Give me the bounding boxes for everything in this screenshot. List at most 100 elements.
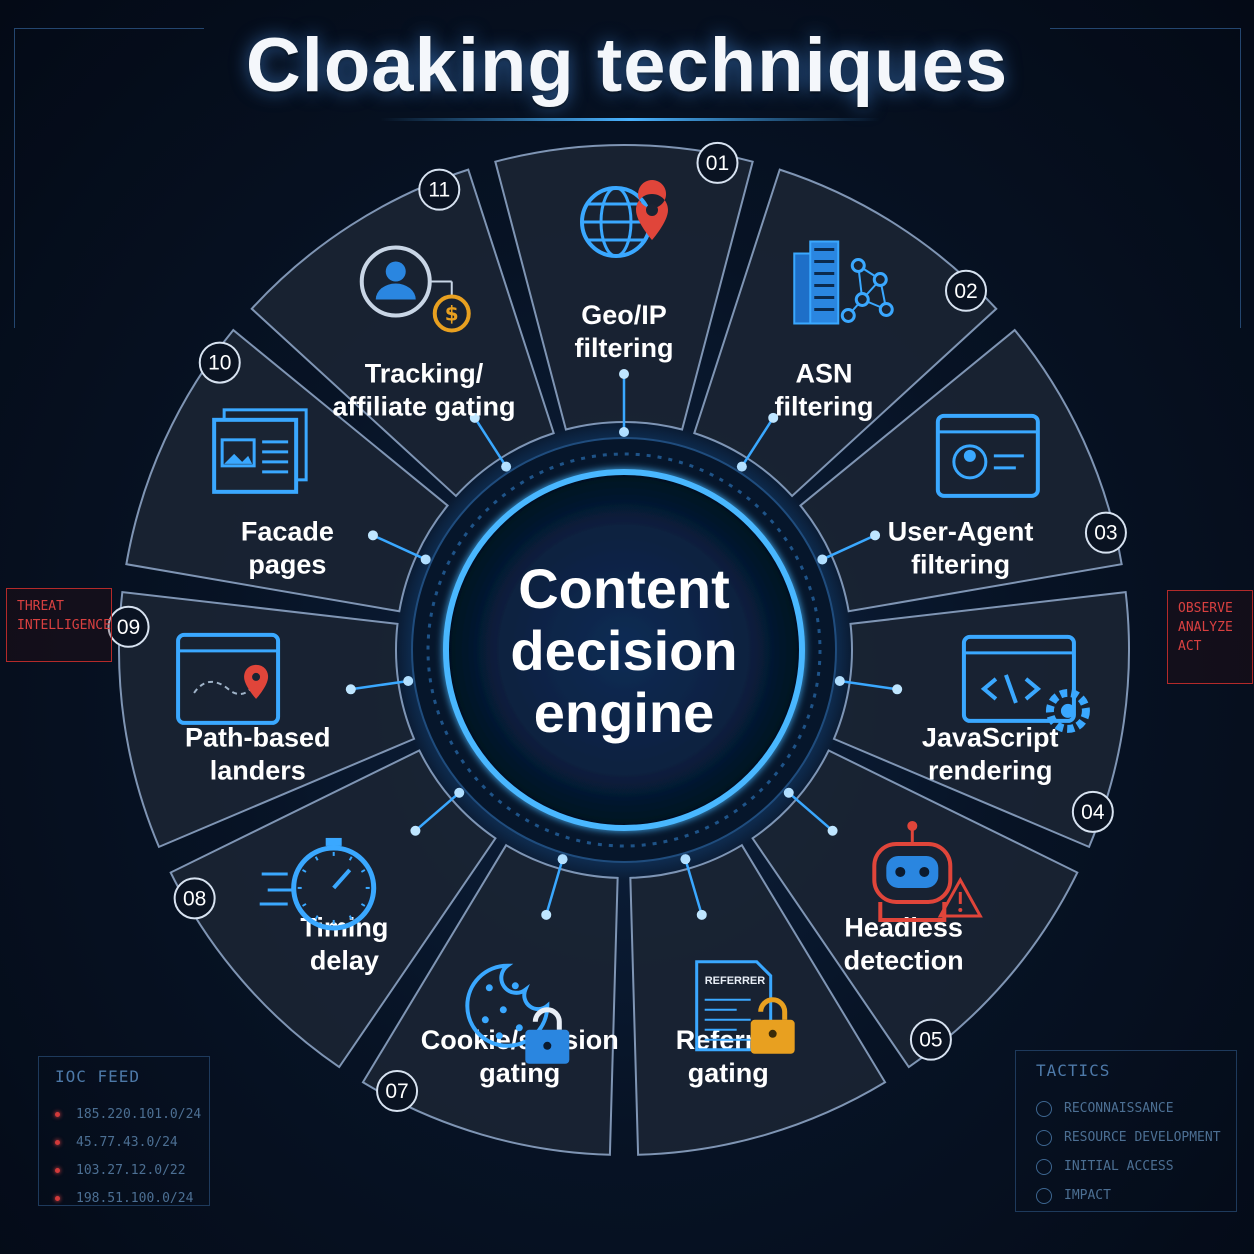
segment-label: landers: [210, 756, 306, 786]
frame-top-right: [1050, 28, 1240, 29]
tactic-label: INITIAL ACCESS: [1064, 1159, 1174, 1174]
segment-number: 07: [385, 1080, 408, 1103]
observe-line-2: ANALYZE: [1178, 620, 1233, 635]
segment-number-badge: [1084, 511, 1127, 554]
segment-number-badge: [376, 1070, 419, 1113]
referrer-lock-icon: REFERRER: [695, 960, 795, 1054]
center-title-line: engine: [534, 681, 714, 744]
connector-node: [696, 909, 707, 920]
segment-label: filtering: [575, 333, 674, 363]
alert-dot-icon: [55, 1111, 60, 1117]
connector-node: [870, 530, 881, 541]
segment-number: 01: [706, 152, 729, 175]
segment-label: rendering: [928, 756, 1053, 786]
ioc-value: 185.220.101.0/24: [76, 1106, 202, 1122]
gear-icon: [1036, 1187, 1052, 1204]
core-dashed-ring: [426, 452, 822, 848]
ioc-feed-item: 103.27.12.0/22: [55, 1156, 209, 1184]
robot-warning-icon: [872, 820, 983, 922]
connector-node: [345, 684, 356, 695]
ioc-feed-item: 198.51.100.0/24: [55, 1184, 209, 1212]
observe-line-3: ACT: [1178, 639, 1202, 654]
alert-dot-icon: [55, 1195, 60, 1201]
stopwatch-icon: [259, 837, 377, 931]
alert-dot-icon: [55, 1139, 60, 1145]
segment-number-badge: [944, 269, 987, 312]
frame-top-left: [14, 28, 204, 29]
core-circle: [443, 469, 805, 831]
ioc-feed-item: 185.220.101.0/24: [55, 1100, 209, 1128]
segment-number-badge: [696, 141, 739, 184]
user-dollar-icon: $: [359, 245, 471, 333]
ioc-feed-title: IOC FEED: [55, 1067, 141, 1086]
connector-node: [892, 684, 903, 695]
ioc-value: 103.27.12.0/22: [76, 1162, 186, 1178]
segment-label: ASN: [796, 359, 853, 389]
segment-label: Geo/IP: [581, 300, 667, 330]
segment-number-badge: [198, 341, 241, 384]
target-icon: [1036, 1100, 1052, 1117]
segment-label: Tracking/: [365, 359, 484, 389]
segment-label: JavaScript: [922, 723, 1059, 753]
tactic-item: IMPACT: [1036, 1181, 1236, 1210]
frame-left: [14, 28, 15, 328]
tactic-item: RESOURCE DEVELOPMENT: [1036, 1123, 1236, 1152]
frame-right: [1240, 28, 1241, 328]
threat-intel-line-2: INTELLIGENCE: [17, 618, 111, 633]
segment-number: 02: [954, 280, 977, 303]
facade-page-icon: [212, 408, 308, 494]
threat-intel-line-1: THREAT: [17, 599, 64, 614]
tactic-label: IMPACT: [1064, 1188, 1111, 1203]
segment-number: 08: [183, 887, 206, 910]
segment-number: 11: [428, 179, 450, 202]
segment-number-badge: [418, 168, 461, 211]
segment-label: gating: [688, 1058, 769, 1088]
tactics-title: TACTICS: [1036, 1061, 1111, 1080]
globe-pin-icon: [580, 180, 668, 258]
observe-box: OBSERVE ANALYZE ACT: [1167, 590, 1253, 684]
browser-profile-icon: [935, 413, 1040, 498]
alert-dot-icon: [55, 1167, 60, 1173]
ioc-value: 198.51.100.0/24: [76, 1190, 194, 1206]
segment-label: delay: [310, 945, 379, 975]
tactics-panel: TACTICS RECONNAISSANCE RESOURCE DEVELOPM…: [1015, 1050, 1237, 1212]
segment-label: affiliate gating: [332, 392, 515, 422]
cookie-lock-icon: [465, 963, 570, 1064]
tactic-item: INITIAL ACCESS: [1036, 1152, 1236, 1181]
segment-number-badge: [909, 1018, 952, 1061]
title-underline-glow: [380, 118, 880, 121]
threat-intel-box: THREAT INTELLIGENCE: [6, 588, 112, 662]
segment-label: detection: [844, 945, 964, 975]
center-title-line: decision: [510, 619, 737, 682]
connector-node: [768, 412, 779, 423]
segment-number-badge: [107, 605, 150, 648]
tactic-label: RECONNAISSANCE: [1064, 1101, 1174, 1116]
dollar-glyph: $: [445, 301, 459, 325]
segment-number: 09: [117, 616, 140, 639]
tactic-label: RESOURCE DEVELOPMENT: [1064, 1130, 1221, 1145]
segment-label: User-Agent: [888, 516, 1034, 546]
datacenter-network-icon: [793, 240, 894, 325]
code-gear-icon: [961, 634, 1090, 733]
segment-number: 05: [919, 1029, 942, 1052]
door-lock-icon: [1036, 1158, 1052, 1175]
ioc-value: 45.77.43.0/24: [76, 1134, 178, 1150]
tactic-item: RECONNAISSANCE: [1036, 1094, 1236, 1123]
connector-node: [827, 825, 838, 836]
segment-number-badge: [173, 877, 216, 920]
connector-node: [367, 530, 378, 541]
segment-label: filtering: [775, 392, 874, 422]
segment-label: Facade: [241, 516, 334, 546]
observe-line-1: OBSERVE: [1178, 601, 1233, 616]
lock-icon: [1036, 1129, 1052, 1146]
referrer-icon-text: REFERRER: [705, 975, 766, 987]
browser-path-icon: [176, 632, 281, 725]
segment-number: 04: [1081, 801, 1105, 824]
segment-number-badge: [1071, 790, 1114, 833]
connector-node: [619, 369, 629, 379]
segment-label: filtering: [911, 549, 1010, 579]
ioc-feed-item: 45.77.43.0/24: [55, 1128, 209, 1156]
ioc-feed-panel: IOC FEED 185.220.101.0/24 45.77.43.0/24 …: [38, 1056, 210, 1206]
connector-node: [541, 909, 552, 920]
